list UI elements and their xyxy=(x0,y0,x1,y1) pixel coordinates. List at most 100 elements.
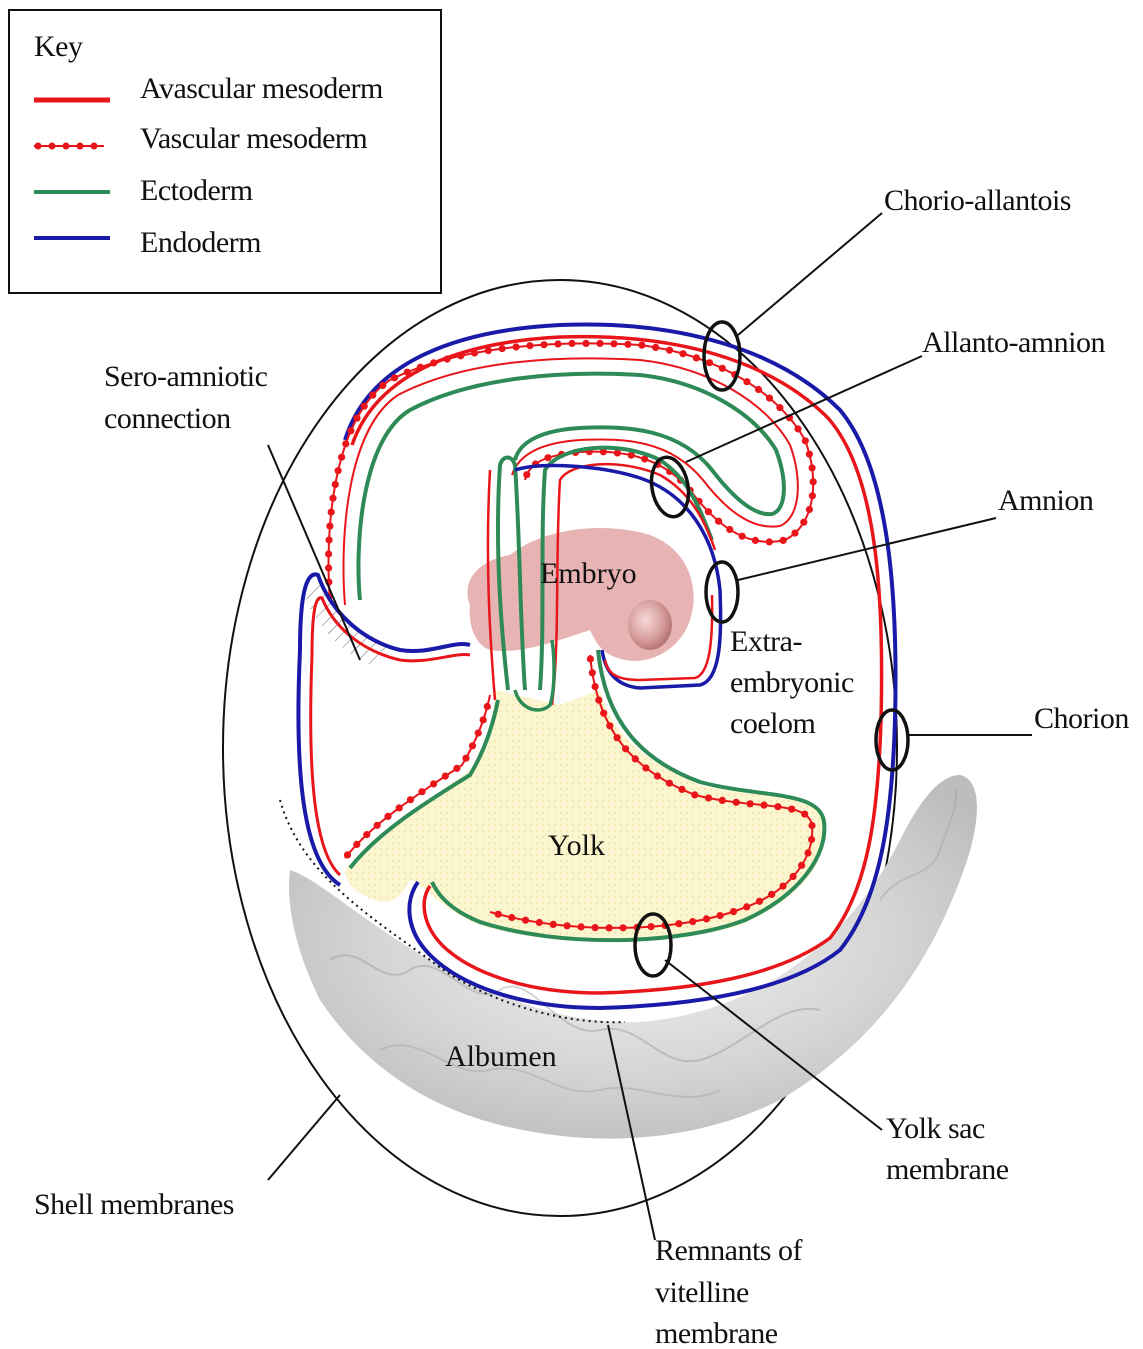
vascular-dot xyxy=(705,508,712,515)
vascular-dot xyxy=(806,451,813,458)
vascular-dot xyxy=(790,873,797,880)
vascular-dot xyxy=(578,923,585,930)
vascular-dot xyxy=(595,697,602,704)
label-extra-embryonic-line2: embryonic xyxy=(730,666,854,699)
vascular-dot xyxy=(363,831,370,838)
vascular-dot xyxy=(600,710,607,717)
vascular-dot xyxy=(326,536,333,543)
key-title: Key xyxy=(34,30,83,63)
vascular-dot xyxy=(344,851,351,858)
vascular-dot xyxy=(554,340,561,347)
vascular-dot xyxy=(325,550,332,557)
vascular-dot xyxy=(495,911,502,918)
vascular-dot xyxy=(513,343,520,350)
allanto-amnion-leader xyxy=(686,356,922,462)
vascular-dot xyxy=(430,359,437,366)
vascular-dot xyxy=(353,415,360,422)
vascular-dot xyxy=(715,518,722,525)
vascular-dot xyxy=(780,537,787,544)
vascular-dot xyxy=(791,530,798,537)
label-shell-membranes: Shell membranes xyxy=(34,1188,234,1221)
vascular-dot xyxy=(752,537,759,544)
label-chorion: Chorion xyxy=(1034,702,1129,735)
vascular-dot xyxy=(794,425,801,432)
vascular-dot xyxy=(756,898,763,905)
vascular-dot xyxy=(648,923,655,930)
vascular-dot xyxy=(632,755,639,762)
vascular-dot xyxy=(592,924,599,931)
vascular-dot xyxy=(582,340,589,347)
vascular-dot xyxy=(332,481,339,488)
vascular-dot xyxy=(614,734,621,741)
label-extra-embryonic-line1: Extra- xyxy=(730,625,802,658)
vascular-dot xyxy=(396,804,403,811)
vascular-dot xyxy=(384,813,391,820)
vascular-dot xyxy=(592,683,599,690)
key-item-endoderm: Endoderm xyxy=(140,226,261,259)
vascular-dot xyxy=(550,921,557,928)
label-vitelline-line1: Remnants of xyxy=(655,1234,802,1267)
vascular-dot xyxy=(353,841,360,848)
vascular-dot xyxy=(766,395,773,402)
vascular-dot xyxy=(675,920,682,927)
vascular-dot xyxy=(564,922,571,929)
vascular-dot xyxy=(804,849,811,856)
vascular-dot xyxy=(587,655,594,662)
vascular-dot xyxy=(733,799,740,806)
vascular-dot xyxy=(624,341,631,348)
vascular-dot xyxy=(705,794,712,801)
vascular-dot xyxy=(596,340,603,347)
label-allanto-amnion: Allanto-amnion xyxy=(922,326,1105,359)
label-embryo: Embryo xyxy=(540,557,637,590)
vascular-dot xyxy=(453,765,460,772)
vascular-dot xyxy=(638,342,645,349)
vascular-dot xyxy=(691,791,698,798)
vascular-dot xyxy=(809,464,816,471)
vascular-dot xyxy=(706,359,713,366)
vascular-dot xyxy=(719,797,726,804)
vascular-dot xyxy=(726,526,733,533)
vascular-dot xyxy=(800,519,807,526)
vascular-dot xyxy=(766,538,773,545)
vascular-dot xyxy=(666,780,673,787)
vascular-dot xyxy=(810,478,817,485)
vascular-dot xyxy=(471,349,478,356)
vascular-dot xyxy=(589,669,596,676)
label-extra-embryonic-line3: coelom xyxy=(730,707,815,740)
key-item-avascular: Avascular mesoderm xyxy=(140,72,383,105)
vascular-dot xyxy=(361,403,368,410)
vascular-dot xyxy=(536,919,543,926)
vascular-dot xyxy=(760,802,767,809)
label-albumen: Albumen xyxy=(445,1040,557,1073)
vascular-dot xyxy=(801,811,808,818)
vascular-dot xyxy=(347,427,354,434)
vascular-dot xyxy=(328,508,335,515)
vascular-dot xyxy=(391,374,398,381)
vascular-dot xyxy=(457,352,464,359)
vascular-dot xyxy=(417,364,424,371)
vascular-dot xyxy=(620,924,627,931)
vascular-dot xyxy=(719,365,726,372)
vascular-dot xyxy=(806,506,813,513)
vascular-dot xyxy=(776,404,783,411)
vascular-dot xyxy=(379,382,386,389)
vascular-dot xyxy=(802,437,809,444)
vascular-dot xyxy=(540,341,547,348)
vascular-dot xyxy=(788,806,795,813)
vascular-dot xyxy=(462,755,469,762)
vascular-dot xyxy=(652,344,659,351)
vascular-dot xyxy=(326,523,333,530)
vascular-dot xyxy=(678,786,685,793)
vascular-dot xyxy=(342,440,349,447)
label-yolk-sac-line2: membrane xyxy=(886,1153,1009,1186)
vascular-dot xyxy=(522,917,529,924)
vascular-dot xyxy=(642,764,649,771)
vascular-dot xyxy=(338,454,345,461)
label-yolk: Yolk xyxy=(548,829,605,862)
vascular-dot xyxy=(499,345,506,352)
vascular-dot xyxy=(369,392,376,399)
vascular-dot xyxy=(485,347,492,354)
vascular-dot xyxy=(404,369,411,376)
vascular-dot xyxy=(622,745,629,752)
